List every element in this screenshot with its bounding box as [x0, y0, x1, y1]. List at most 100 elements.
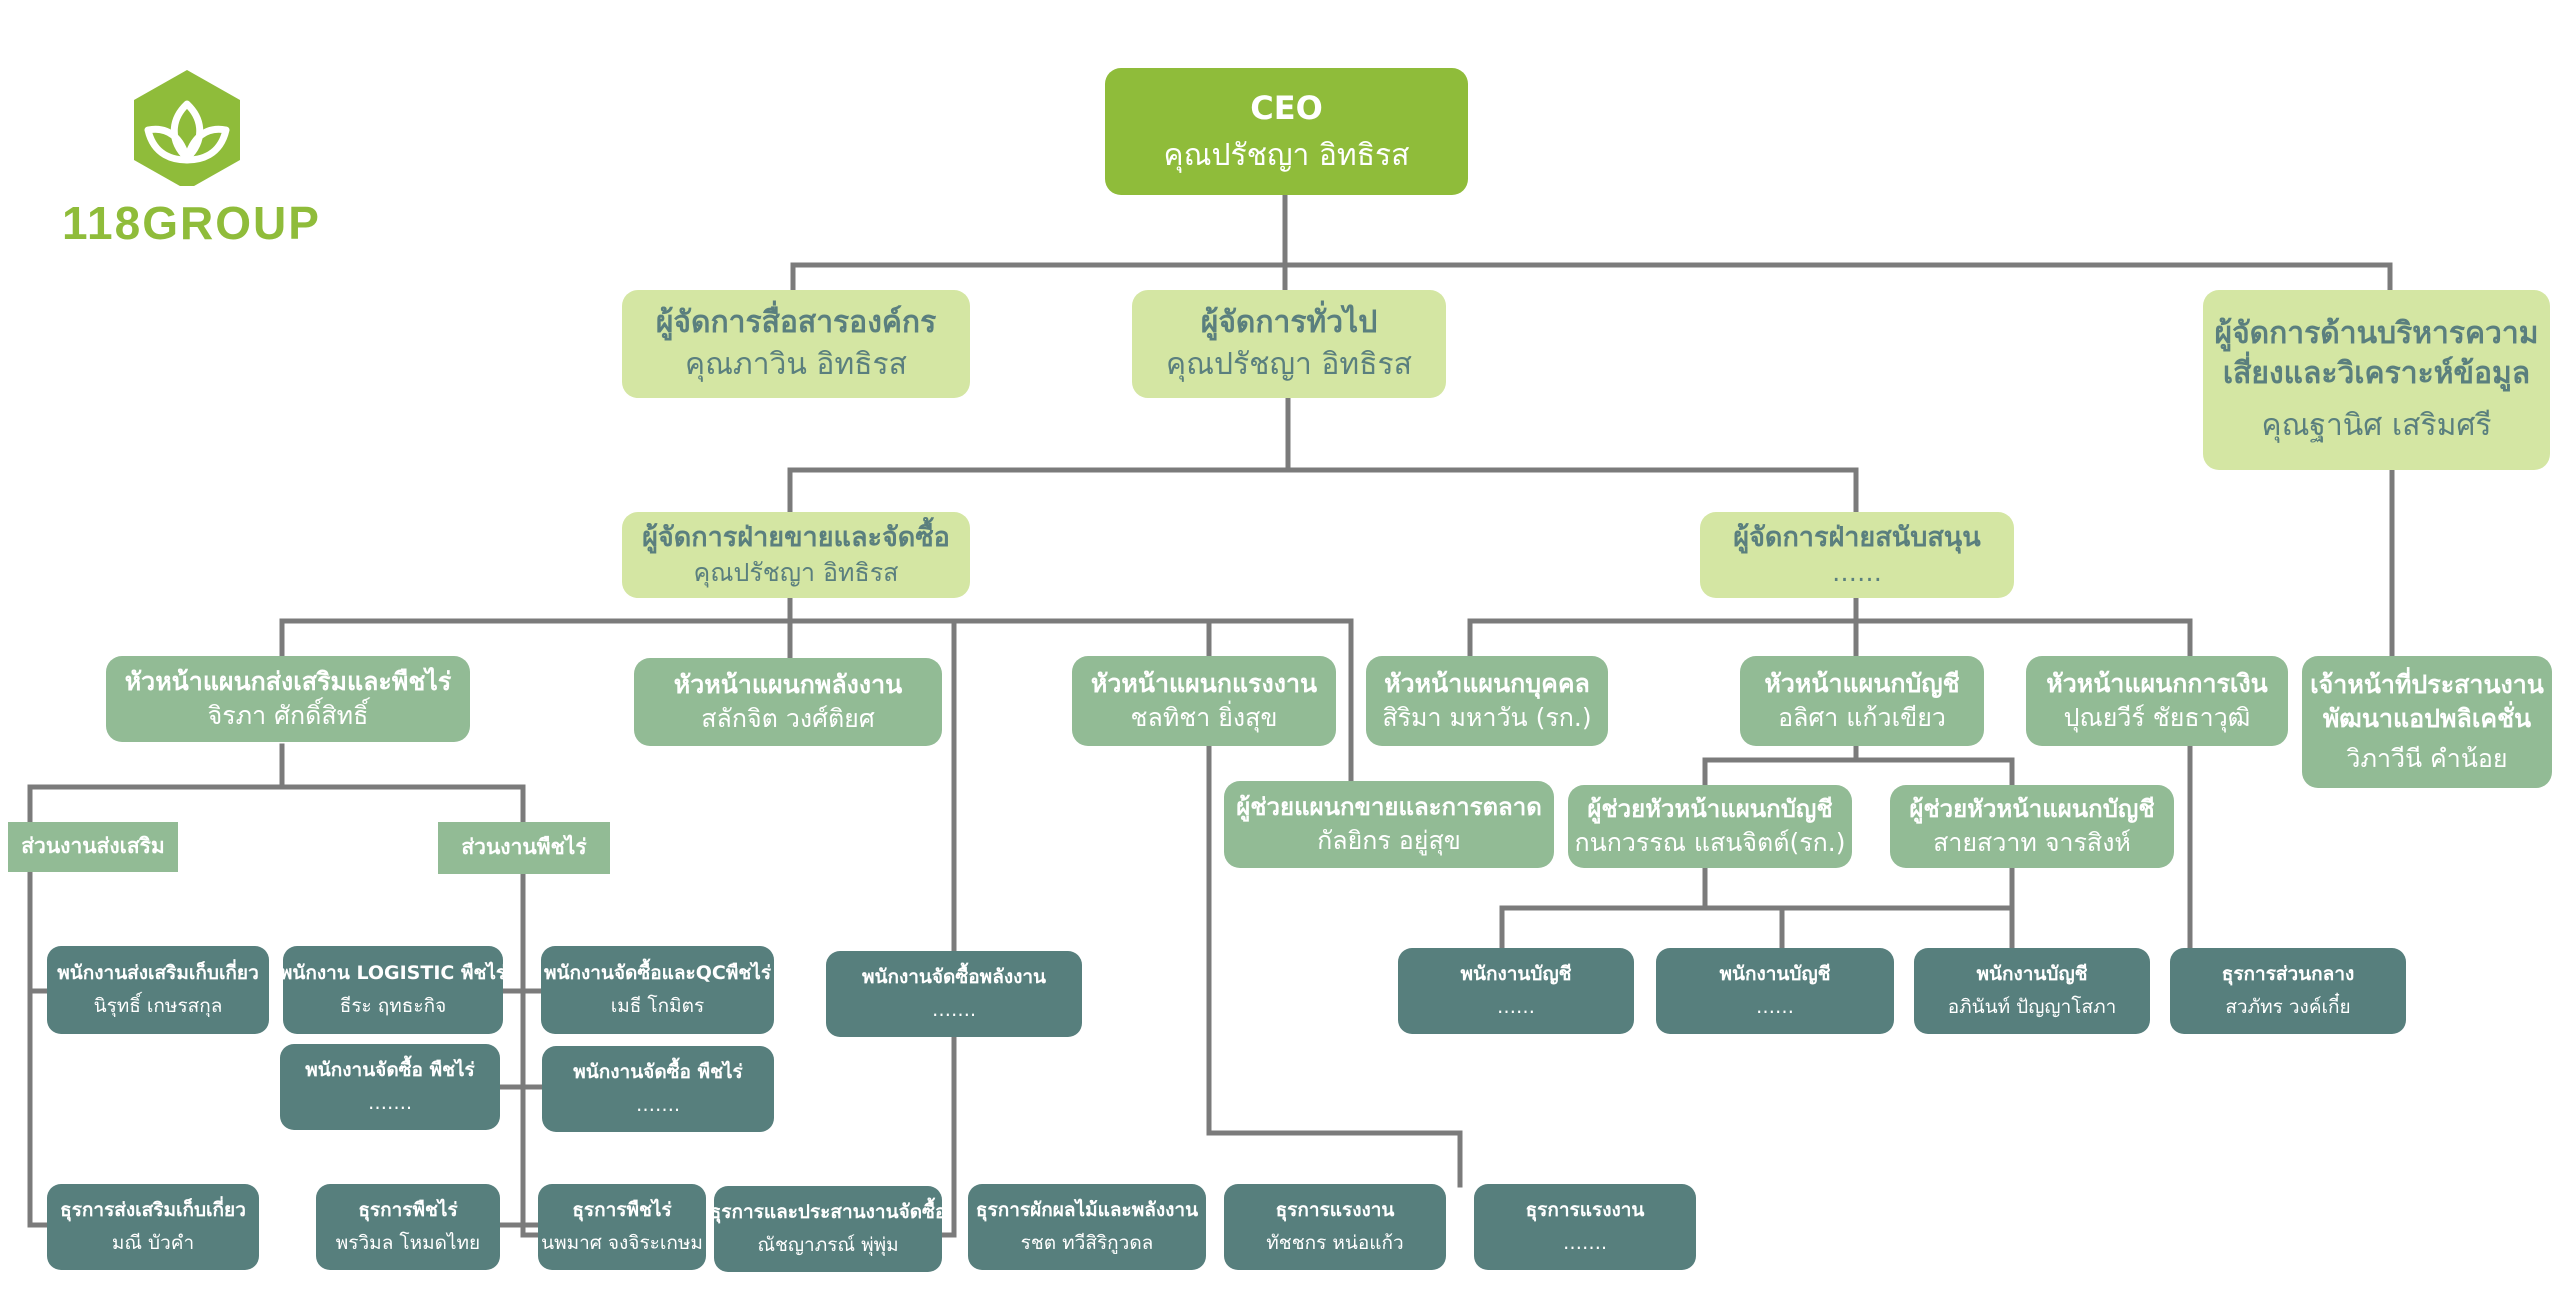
head-hr-title: หัวหน้าแผนกบุคคล [1384, 669, 1590, 698]
clerk-veg-box: ธุรการผักผลไม้และพลังงาน รชต ทวีสิริกูวด… [968, 1184, 1206, 1270]
staff-buy-crop-1-box: พนักงานจัดซื้อ พืชไร่ ……. [280, 1044, 500, 1130]
head-labor-name: ชลทิชา ยิ่งสุข [1130, 703, 1278, 732]
staff-buy-crop-2-box: พนักงานจัดซื้อ พืชไร่ ……. [542, 1046, 774, 1132]
clerk-veg-name: รชต ทวีสิริกูวดล [1020, 1232, 1154, 1254]
app-officer-title-line1: เจ้าหน้าที่ประสานงาน [2310, 670, 2544, 699]
general-manager-box: ผู้จัดการทั่วไป คุณปรัชญา อิทธิรส [1132, 290, 1446, 398]
head-promo-box: หัวหน้าแผนกส่งเสริมและพืชไร่ จิรภา ศักดิ… [106, 656, 470, 742]
clerk-labor-2-box: ธุรการแรงงาน ……. [1474, 1184, 1696, 1270]
clerk-crop-1-box: ธุรการพืชไร่ พรวิมล โหมดไทย [316, 1184, 500, 1270]
risk-manager-name: คุณฐานิศ เสริมศรี [2261, 408, 2492, 443]
head-hr-name: สิริมา มหาวัน (รก.) [1382, 703, 1592, 732]
head-promo-title: หัวหน้าแผนกส่งเสริมและพืชไร่ [124, 667, 452, 696]
asst-accounting-1-box: ผู้ช่วยหัวหน้าแผนกบัญชี กนกวรรณ แสนจิตต์… [1568, 785, 1852, 868]
head-energy-title: หัวหน้าแผนกพลังงาน [673, 670, 903, 699]
asst-accounting-2-box: ผู้ช่วยหัวหน้าแผนกบัญชี สายสวาท จารสิงห์ [1890, 785, 2174, 868]
risk-manager-title-line1: ผู้จัดการด้านบริหารความ [2214, 316, 2539, 351]
app-officer-name: วิภาวีนี คำน้อย [2346, 744, 2508, 773]
staff-accounting-3-name: อภินันท์ ปัญญาโสภา [1947, 996, 2117, 1018]
head-labor-title: หัวหน้าแผนกแรงงาน [1090, 669, 1318, 698]
clerk-labor-1-title: ธุรการแรงงาน [1275, 1199, 1395, 1222]
clerk-promo-name: มณี บัวคำ [111, 1232, 195, 1254]
clerk-promo-box: ธุรการส่งเสริมเก็บเกี่ยว มณี บัวคำ [47, 1184, 259, 1270]
staff-buy-energy-box: พนักงานจัดซื้อพลังงาน ……. [826, 951, 1082, 1037]
staff-accounting-3-box: พนักงานบัญชี อภินันท์ ปัญญาโสภา [1914, 948, 2150, 1034]
staff-accounting-1-box: พนักงานบัญชี …… [1398, 948, 1634, 1034]
clerk-crop-2-box: ธุรการพืชไร่ นพมาศ จงจิระเกษม [538, 1184, 706, 1270]
asst-accounting-2-name: สายสวาท จารสิงห์ [1933, 827, 2131, 857]
asst-sales-box: ผู้ช่วยแผนกขายและการตลาด กัลยิกร อยู่สุข [1224, 781, 1554, 868]
risk-manager-box: ผู้จัดการด้านบริหารความ เสี่ยงและวิเคราะ… [2203, 290, 2550, 470]
risk-manager-title-line2: เสี่ยงและวิเคราะห์ข้อมูล [2222, 356, 2531, 391]
asst-accounting-1-title: ผู้ช่วยหัวหน้าแผนกบัญชี [1587, 795, 1833, 824]
staff-accounting-2-box: พนักงานบัญชี …… [1656, 948, 1894, 1034]
ceo-box: CEO คุณปรัชญา อิทธิรส [1105, 68, 1468, 195]
staff-buy-energy-title: พนักงานจัดซื้อพลังงาน [861, 966, 1047, 989]
section-crop-title: ส่วนงานพืชไร่ [461, 835, 587, 860]
section-crop: ส่วนงานพืชไร่ [438, 822, 610, 874]
clerk-crop-1-name: พรวิมล โหมดไทย [335, 1232, 481, 1254]
staff-promo-harvest-title: พนักงานส่งเสริมเก็บเกี่ยว [57, 962, 259, 985]
staff-accounting-3-title: พนักงานบัญชี [1976, 963, 2088, 986]
staff-buy-crop-1-title: พนักงานจัดซื้อ พืชไร่ [305, 1059, 475, 1082]
comm-manager-name: คุณภาวิน อิทธิรส [685, 347, 907, 382]
staff-promo-harvest-name: นิรุทธิ์ เกษรสกุล [93, 995, 223, 1017]
clerk-veg-title: ธุรการผักผลไม้และพลังงาน [975, 1199, 1199, 1222]
app-officer-title-line2: พัฒนาแอปพลิเคชั่น [2322, 704, 2532, 733]
staff-buy-qc-name: เมธี โกมิตร [610, 995, 705, 1017]
head-finance-title: หัวหน้าแผนกการเงิน [2046, 669, 2268, 698]
head-energy-box: หัวหน้าแผนกพลังงาน สลักจิต วงศ์ติยศ [634, 658, 942, 746]
comm-manager-box: ผู้จัดการสื่อสารองค์กร คุณภาวิน อิทธิรส [622, 290, 970, 398]
head-hr-box: หัวหน้าแผนกบุคคล สิริมา มหาวัน (รก.) [1366, 656, 1608, 746]
head-finance-box: หัวหน้าแผนกการเงิน ปุณยวีร์ ชัยธาวุฒิ [2026, 656, 2288, 746]
clerk-coord-name: ณัชญาภรณ์ พุ่พุ่ม [757, 1234, 899, 1256]
clerk-central-title: ธุรการส่วนกลาง [2221, 963, 2355, 986]
head-finance-name: ปุณยวีร์ ชัยธาวุฒิ [2063, 703, 2251, 732]
clerk-labor-1-box: ธุรการแรงงาน ทัชชกร หน่อแก้ว [1224, 1184, 1446, 1270]
clerk-labor-2-name: ……. [1562, 1232, 1608, 1254]
staff-accounting-1-title: พนักงานบัญชี [1460, 963, 1572, 986]
support-manager-title: ผู้จัดการฝ่ายสนับสนุน [1733, 521, 1981, 553]
head-accounting-title: หัวหน้าแผนกบัญชี [1764, 669, 1960, 698]
staff-buy-crop-1-name: ……. [367, 1092, 413, 1114]
asst-sales-title: ผู้ช่วยแผนกขายและการตลาด [1236, 793, 1542, 822]
head-accounting-name: อลิศา แก้วเขียว [1778, 703, 1946, 732]
clerk-crop-1-title: ธุรการพืชไร่ [358, 1199, 458, 1222]
sales-manager-title: ผู้จัดการฝ่ายขายและจัดซื้อ [642, 521, 950, 553]
clerk-central-name: สวภัทร วงค์เกี๋ย [2225, 996, 2351, 1018]
ceo-name: คุณปรัชญา อิทธิรส [1163, 137, 1410, 173]
asst-accounting-1-name: กนกวรรณ แสนจิตต์(รก.) [1574, 827, 1846, 857]
clerk-central-box: ธุรการส่วนกลาง สวภัทร วงค์เกี๋ย [2170, 948, 2406, 1034]
staff-accounting-2-name: …… [1756, 996, 1794, 1018]
staff-accounting-2-title: พนักงานบัญชี [1719, 963, 1831, 986]
head-energy-name: สลักจิต วงศ์ติยศ [701, 704, 875, 733]
asst-accounting-2-title: ผู้ช่วยหัวหน้าแผนกบัญชี [1909, 795, 2155, 824]
comm-manager-title: ผู้จัดการสื่อสารองค์กร [655, 305, 937, 340]
head-accounting-box: หัวหน้าแผนกบัญชี อลิศา แก้วเขียว [1740, 656, 1984, 746]
logo-text: 118GROUP [62, 197, 321, 249]
leaf-hexagon-icon [134, 70, 240, 190]
clerk-crop-2-name: นพมาศ จงจิระเกษม [541, 1232, 703, 1254]
clerk-labor-2-title: ธุรการแรงงาน [1525, 1199, 1645, 1222]
clerk-promo-title: ธุรการส่งเสริมเก็บเกี่ยว [60, 1199, 246, 1222]
staff-promo-harvest-box: พนักงานส่งเสริมเก็บเกี่ยว นิรุทธิ์ เกษรส… [47, 946, 269, 1034]
staff-buy-qc-box: พนักงานจัดซื้อและQCพืชไร่ เมธี โกมิตร [541, 946, 774, 1034]
general-manager-name: คุณปรัชญา อิทธิรส [1166, 347, 1412, 382]
clerk-labor-1-name: ทัชชกร หน่อแก้ว [1266, 1232, 1404, 1254]
staff-accounting-1-name: …… [1497, 996, 1535, 1018]
general-manager-title: ผู้จัดการทั่วไป [1200, 305, 1378, 340]
head-labor-box: หัวหน้าแผนกแรงงาน ชลทิชา ยิ่งสุข [1072, 656, 1336, 746]
support-manager-box: ผู้จัดการฝ่ายสนับสนุน …… [1700, 512, 2014, 598]
app-officer-box: เจ้าหน้าที่ประสานงาน พัฒนาแอปพลิเคชั่น ว… [2302, 656, 2552, 788]
staff-logistic-box: พนักงาน LOGISTIC พืชไร่ ธีระ ฤทธะกิจ [283, 946, 503, 1034]
asst-sales-name: กัลยิกร อยู่สุข [1317, 825, 1461, 855]
company-logo: 118GROUP [62, 66, 321, 256]
support-manager-name: …… [1832, 558, 1882, 588]
staff-buy-qc-title: พนักงานจัดซื้อและQCพืชไร่ [543, 962, 772, 985]
staff-buy-crop-2-title: พนักงานจัดซื้อ พืชไร่ [573, 1061, 743, 1084]
sales-manager-box: ผู้จัดการฝ่ายขายและจัดซื้อ คุณปรัชญา อิท… [622, 512, 970, 598]
sales-manager-name: คุณปรัชญา อิทธิรส [693, 558, 899, 588]
staff-logistic-title: พนักงาน LOGISTIC พืชไร่ [283, 962, 503, 985]
section-promo-title: ส่วนงานส่งเสริม [21, 834, 165, 859]
